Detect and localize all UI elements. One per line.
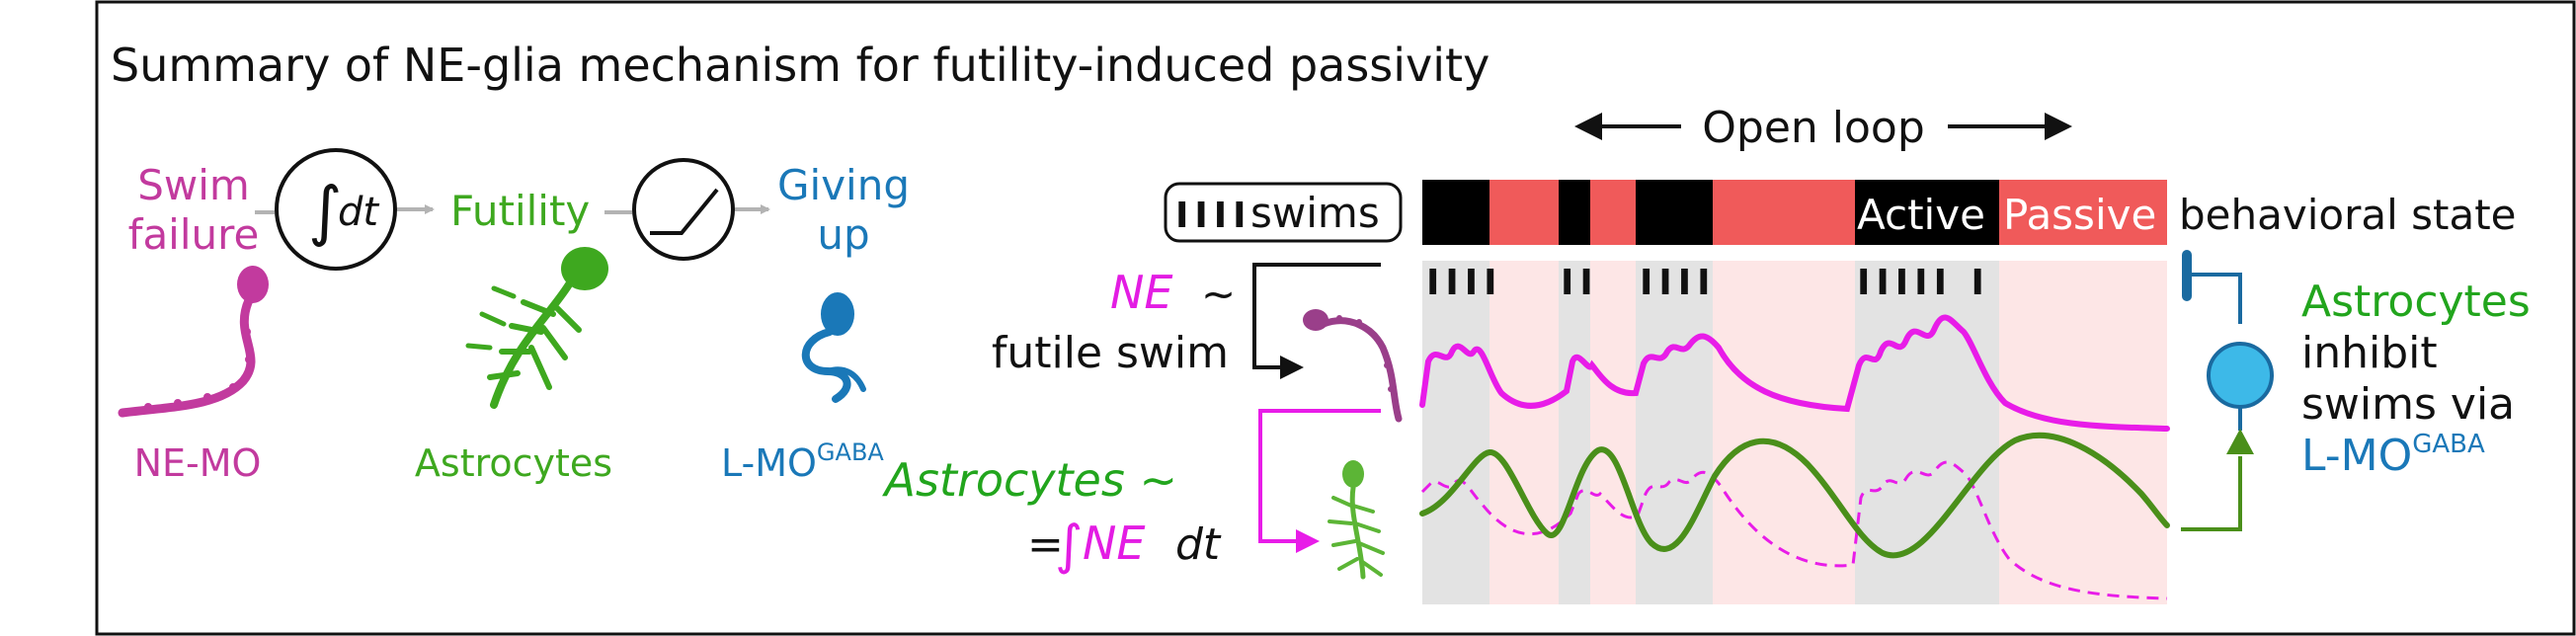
right-text-lmo: L-MO [2301,431,2412,481]
swim-ticks-2: II [1561,263,1599,303]
integrator-symbol: ∫ [308,173,342,249]
lmo-label-sup: GABA [817,438,884,466]
right-text-line2: inhibit [2301,328,2438,378]
state-passive-label: Passive [2003,191,2156,239]
ne-dashed-trace [1420,460,2168,600]
swim-ticks-4: IIIII I [1857,263,1990,303]
swim-failure-label-line2: failure [128,210,260,259]
astrocyte-trace [1419,433,2170,559]
state-bar-active-4 [1855,180,1999,245]
threshold-circle [632,158,735,261]
giving-up-label-line2: up [817,210,869,259]
swims-legend-label: swims [1250,189,1380,237]
band-active-2 [1559,261,1590,604]
band-passive-3 [1713,261,1855,604]
lmo-label: L-MOGABA [721,438,884,485]
astro-relation-label: Astrocytes ~ [881,453,1177,507]
right-text-line3: swims via [2301,379,2515,430]
lmo-cell-icon [801,292,866,403]
behavioral-state-label: behavioral state [2179,191,2517,239]
swims-legend: IIII swims [1164,182,1403,243]
swim-failure-label-line1: Swim [137,161,250,209]
state-bar-passive-1 [1489,180,1559,245]
band-active-1 [1422,261,1489,604]
figure-title: Summary of NE-glia mechanism for futilit… [111,39,1489,92]
astro-to-lmo-arrow [2181,456,2242,531]
ne-to-astro-arrowhead [1296,529,1320,553]
band-passive-4 [1999,261,2167,604]
lmo-cell-circle [2207,342,2274,409]
right-text-line4: L-MOGABA [2301,430,2485,481]
swim-to-ne-arrowhead [1280,356,1304,379]
swim-ticks-1: IIII [1426,263,1503,303]
astrocytes-label: Astrocytes [415,441,612,485]
state-bar-passive-3 [1713,180,1855,245]
astro-to-lmo-arrowhead [2226,429,2254,454]
swims-legend-ticks: IIII [1175,196,1252,236]
ne-mo-small-icon [1303,309,1403,423]
astro-relation-dt: dt [1175,519,1222,570]
state-bar-active-3 [1636,180,1713,245]
lmo-label-main: L-MO [721,441,817,485]
giving-up-label-line1: Giving [777,161,910,209]
ne-relation-tilde: ~ [1201,270,1236,318]
inhibition-line [2187,273,2242,324]
ne-relation-futile-swim: futile swim [992,328,1229,378]
timeline: Active Passive IIII II IIII IIIII I [1419,180,2170,604]
astro-relation-eq: = [1027,519,1064,570]
state-bar-active-2 [1559,180,1590,245]
ne-relation-ne: NE [1110,266,1172,319]
right-text-line1: Astrocytes [2301,277,2531,327]
state-active-label: Active [1857,191,1985,239]
astrocyte-cell-icon [465,247,608,409]
figure-frame [95,0,2576,636]
band-passive-2 [1590,261,1636,604]
ne-trace [1419,314,2170,432]
swim-to-ne-arrow [1252,263,1381,369]
ne-to-astro-arrow [1258,409,1381,543]
ne-relation: NE ~ futile swim [992,263,1403,423]
open-loop-indicator: Open loop [1574,103,2072,153]
state-bar-passive-2 [1590,180,1636,245]
astro-relation-ne: NE [1083,517,1145,570]
right-feedback: Astrocytes inhibit swims via L-MOGABA [2181,250,2531,531]
ne-mo-label: NE-MO [134,441,262,485]
band-passive-1 [1489,261,1559,604]
ne-mo-cell-icon [118,266,269,418]
right-text-lmo-sup: GABA [2412,430,2485,459]
integrator-dt: dt [338,190,379,235]
open-loop-label: Open loop [1702,103,1925,153]
band-active-4 [1855,261,1999,604]
pipeline: Swim failure ∫ dt Futility Giving up [128,148,910,271]
state-bar-passive-4 [1999,180,2167,245]
integrator-circle [275,148,397,271]
astro-relation: Astrocytes ~ = ∫ NE dt [881,409,1385,580]
swim-ticks-3: IIII [1640,263,1717,303]
astro-relation-integral: ∫ [1055,514,1083,576]
state-bar-active-1 [1422,180,1489,245]
futility-label: Futility [450,187,590,235]
astrocyte-small-icon [1328,460,1385,580]
band-active-3 [1636,261,1713,604]
threshold-icon [650,188,719,235]
